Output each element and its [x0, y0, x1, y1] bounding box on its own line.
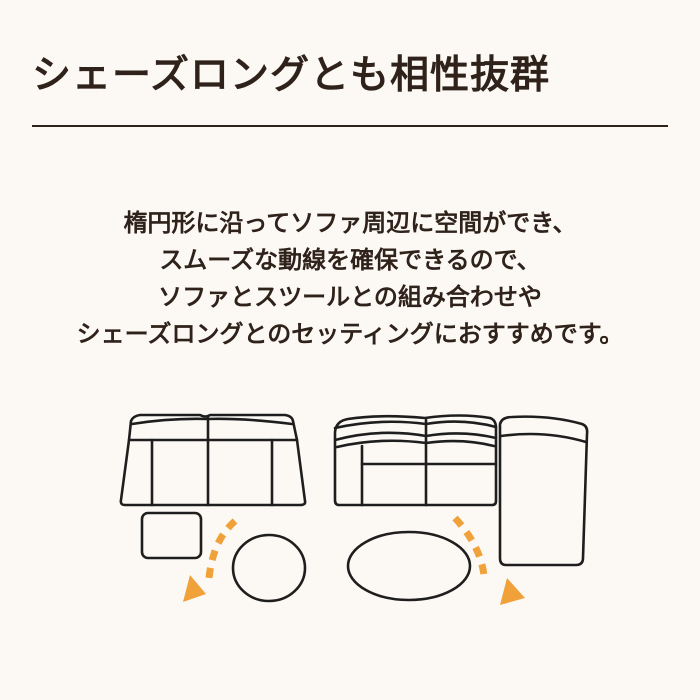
sofa-icon — [333, 414, 498, 507]
flow-arrow-icon — [452, 515, 525, 605]
sofa-icon — [119, 413, 307, 507]
description: 楕円形に沿ってソファ周辺に空間ができ、 スムーズな動線を確保できるので、 ソファ… — [0, 205, 700, 353]
description-line: ソファとスツールとの組み合わせや — [158, 283, 542, 311]
chaise-longue-icon — [498, 415, 589, 567]
title-divider — [32, 125, 668, 127]
oval-table-icon — [346, 530, 472, 602]
flow-arrow-icon — [183, 518, 238, 602]
round-table-icon — [231, 533, 307, 603]
description-line: スムーズな動線を確保できるので、 — [159, 246, 541, 274]
description-line: シェーズロングとのセッティングにおすすめです。 — [76, 320, 624, 348]
stool-icon — [140, 511, 203, 560]
page-title: シェーズロングとも相性抜群 — [32, 53, 551, 98]
description-line: 楕円形に沿ってソファ周辺に空間ができ、 — [123, 209, 577, 237]
